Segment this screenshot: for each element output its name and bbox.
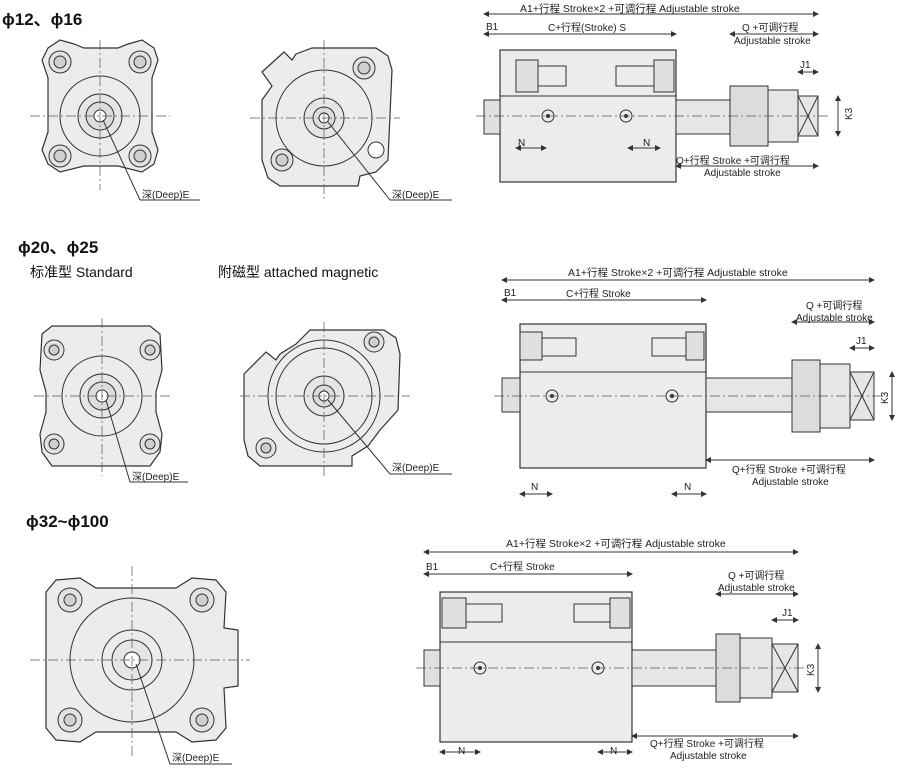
dim-b1-1: B1 xyxy=(486,22,499,33)
dim-qs-1a: Q+行程 Stroke +可调行程 xyxy=(676,154,790,167)
dim-q-1b: Adjustable stroke xyxy=(734,36,811,47)
dim-qs-3a: Q+行程 Stroke +可调行程 xyxy=(650,737,764,750)
side-view-phi32-100 xyxy=(416,549,821,755)
dim-b1-2: B1 xyxy=(504,288,517,299)
front-view-phi12-magnetic xyxy=(250,40,452,201)
dim-k3-3: K3 xyxy=(806,663,817,676)
deep-e-label-2: 深(Deep)E xyxy=(392,189,440,201)
dim-qs-1b: Adjustable stroke xyxy=(704,168,781,179)
dim-q-3a: Q +可调行程 xyxy=(728,569,784,582)
dim-n-2a: N xyxy=(531,482,538,493)
dim-qs-3b: Adjustable stroke xyxy=(670,751,747,762)
dim-n-2b: N xyxy=(684,482,691,493)
deep-e-label-1: 深(Deep)E xyxy=(142,189,190,201)
dim-n-3b: N xyxy=(610,746,617,757)
dim-j1-3: J1 xyxy=(782,608,793,619)
dim-qs-2b: Adjustable stroke xyxy=(752,477,829,488)
heading-phi20-25: ϕ20、ϕ25 xyxy=(18,238,99,257)
dim-qs-2a: Q+行程 Stroke +可调行程 xyxy=(732,463,846,476)
dim-k3-1: K3 xyxy=(844,107,855,120)
heading-phi12-16: ϕ12、ϕ16 xyxy=(2,10,83,29)
front-view-phi20-standard xyxy=(34,318,188,483)
dim-c-stroke-2: C+行程 Stroke xyxy=(566,287,631,300)
label-standard: 标准型 Standard xyxy=(30,264,133,280)
heading-phi32-100: ϕ32~ϕ100 xyxy=(26,512,109,531)
dim-c-stroke-s: C+行程(Stroke) S xyxy=(548,21,626,34)
dim-j1-2: J1 xyxy=(856,336,867,347)
side-view-phi20-25 xyxy=(494,277,895,497)
front-view-phi20-magnetic xyxy=(240,322,452,478)
dim-a1-1: A1+行程 Stroke×2 +可调行程 Adjustable stroke xyxy=(520,2,740,15)
dim-j1-1: J1 xyxy=(800,60,811,71)
dim-k3-2: K3 xyxy=(880,391,891,404)
dim-q-2b: Adjustable stroke xyxy=(796,313,873,324)
dim-a1-3: A1+行程 Stroke×2 +可调行程 Adjustable stroke xyxy=(506,537,726,550)
dim-a1-2: A1+行程 Stroke×2 +可调行程 Adjustable stroke xyxy=(568,266,788,279)
dim-c-stroke-3: C+行程 Stroke xyxy=(490,560,555,573)
deep-e-label-5: 深(Deep)E xyxy=(172,752,220,764)
front-view-phi12-standard xyxy=(30,39,200,201)
dim-q-2a: Q +可调行程 xyxy=(806,299,862,312)
deep-e-label-3: 深(Deep)E xyxy=(132,471,180,483)
side-view-phi12-16 xyxy=(476,11,841,183)
deep-e-label-4: 深(Deep)E xyxy=(392,462,440,474)
dim-b1-3: B1 xyxy=(426,562,439,573)
label-attached-magnetic: 附磁型 attached magnetic xyxy=(218,264,379,280)
dim-n-3a: N xyxy=(458,746,465,757)
front-view-phi32-100 xyxy=(30,566,250,765)
dim-n-1b: N xyxy=(643,138,650,149)
dim-q-3b: Adjustable stroke xyxy=(718,583,795,594)
dim-q-1a: Q +可调行程 xyxy=(742,21,798,34)
dim-n-1a: N xyxy=(518,138,525,149)
